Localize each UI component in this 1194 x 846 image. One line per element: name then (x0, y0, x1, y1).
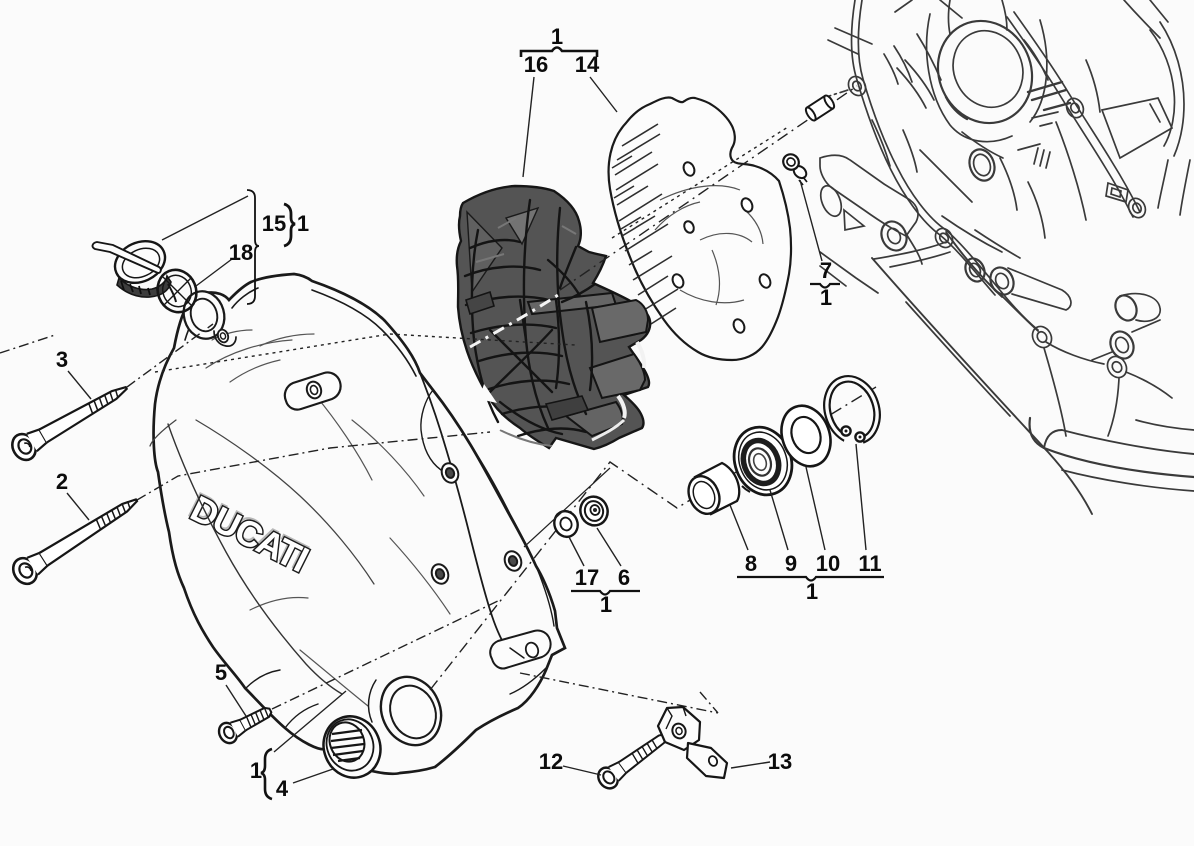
svg-text:1: 1 (600, 592, 612, 617)
svg-text:18: 18 (229, 240, 253, 265)
svg-text:6: 6 (618, 565, 630, 590)
svg-text:17: 17 (575, 565, 599, 590)
svg-text:1: 1 (806, 579, 818, 604)
svg-text:15: 15 (262, 211, 286, 236)
svg-text:4: 4 (276, 776, 289, 801)
svg-text:5: 5 (215, 660, 227, 685)
svg-text:1: 1 (551, 24, 563, 49)
svg-text:3: 3 (56, 347, 68, 372)
svg-text:16: 16 (524, 52, 548, 77)
svg-text:2: 2 (56, 469, 68, 494)
svg-text:DUCATI: DUCATI (184, 487, 314, 579)
svg-text:7: 7 (820, 258, 832, 283)
svg-text:1: 1 (820, 285, 832, 310)
svg-text:13: 13 (768, 749, 792, 774)
svg-text:1: 1 (297, 211, 309, 236)
svg-text:9: 9 (785, 551, 797, 576)
svg-text:14: 14 (575, 52, 600, 77)
svg-text:1: 1 (250, 758, 262, 783)
svg-text:11: 11 (858, 551, 881, 576)
svg-text:8: 8 (745, 551, 757, 576)
svg-text:12: 12 (539, 749, 563, 774)
svg-text:10: 10 (816, 551, 840, 576)
